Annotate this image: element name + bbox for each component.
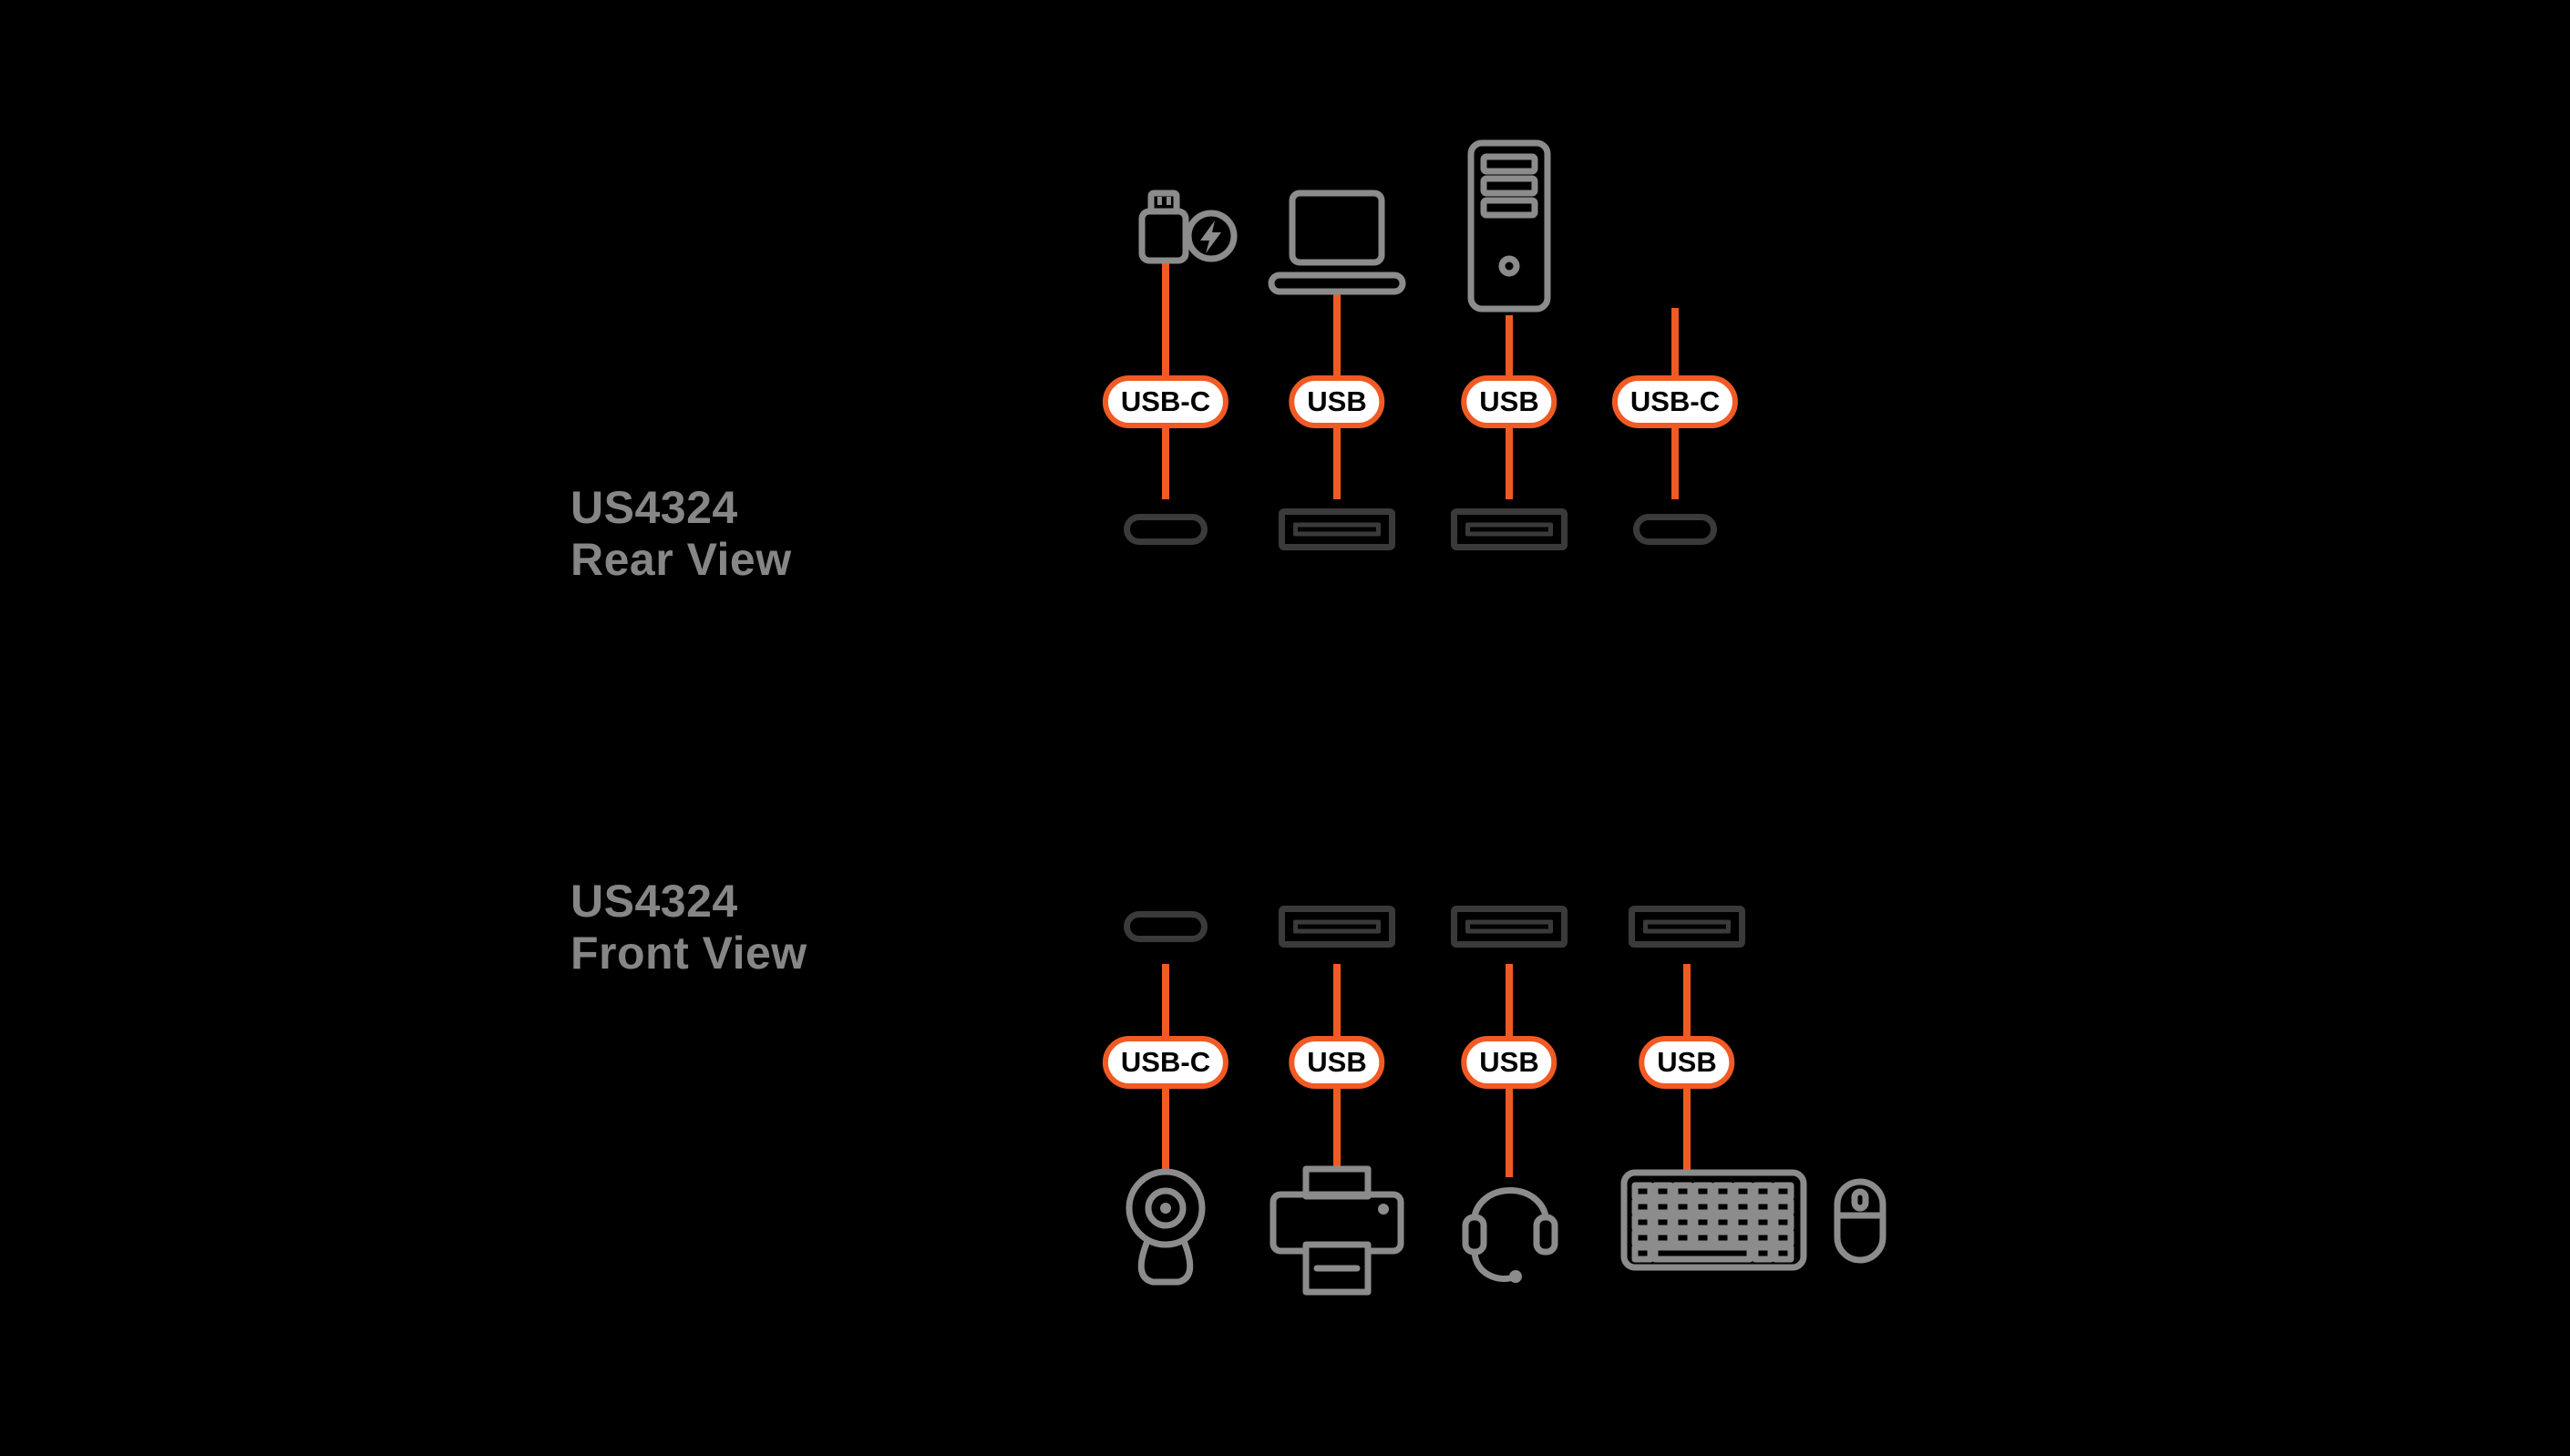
cable-label-pill: USB [1639, 1036, 1735, 1089]
usb-a-port-slot [1293, 522, 1381, 537]
rear-title-model: US4324 [571, 482, 738, 533]
headset-icon [1460, 1164, 1560, 1290]
cable-label-pill: USB [1289, 375, 1385, 428]
front-title-view: Front View [571, 928, 807, 979]
cable-label-pill: USB-C [1611, 375, 1739, 428]
mouse-icon [1832, 1177, 1888, 1265]
usb-a-port-slot [1293, 919, 1381, 934]
usb-a-port-slot [1465, 919, 1553, 934]
usb-c-port-icon [1124, 911, 1208, 942]
rear-view-title: US4324 Rear View [571, 482, 792, 586]
usb-a-port-slot [1643, 919, 1731, 934]
usb-c-port-icon [1124, 514, 1208, 545]
cable-label-pill: USB [1461, 1036, 1557, 1089]
usb-a-port-icon [1279, 508, 1395, 550]
cable-label-pill: USB-C [1102, 1036, 1229, 1089]
webcam-icon [1120, 1166, 1211, 1290]
cable-label-pill: USB-C [1102, 375, 1229, 428]
usb-a-port-slot [1465, 522, 1553, 537]
usb-a-port-icon [1451, 906, 1568, 948]
cable-label-pill: USB [1461, 375, 1557, 428]
cable-label-pill: USB [1289, 1036, 1385, 1089]
front-view-title: US4324 Front View [571, 876, 807, 979]
rear-title-view: Rear View [571, 534, 792, 585]
desktop-computer-icon [1459, 138, 1559, 313]
laptop-icon [1264, 188, 1410, 295]
front-title-model: US4324 [571, 876, 738, 927]
power-adapter-icon [1123, 188, 1241, 270]
usb-a-port-icon [1629, 906, 1745, 948]
usb-c-port-icon [1633, 514, 1717, 545]
printer-icon [1264, 1164, 1410, 1299]
usb-a-port-icon [1451, 508, 1568, 550]
keyboard-icon [1620, 1168, 1807, 1273]
usb-a-port-icon [1279, 906, 1395, 948]
